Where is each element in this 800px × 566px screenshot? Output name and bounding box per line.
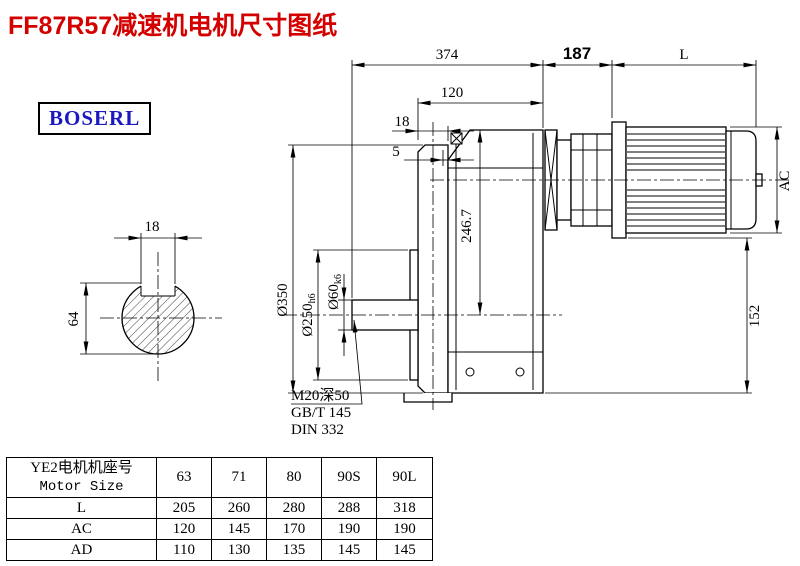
gearbox-main-view (351, 121, 763, 403)
cell: 110 (156, 539, 212, 561)
page-title: FF87R57减速机电机尺寸图纸 (8, 12, 338, 40)
cell: 190 (321, 518, 377, 540)
cell: 130 (211, 539, 267, 561)
dim-dia350-label: Ø350 (275, 283, 291, 316)
table-row-ad: AD 110 130 135 145 145 (6, 539, 433, 561)
extension-lines (80, 60, 782, 394)
table-header-motor-size: YE2电机机座号 Motor Size (6, 457, 157, 498)
key-width-label: 18 (145, 219, 160, 235)
cell: 145 (321, 539, 377, 561)
brand-logo: BOSERL (38, 102, 152, 135)
gear-housing (447, 129, 544, 394)
col-header-71: 71 (211, 457, 267, 498)
flange-foot (403, 393, 453, 403)
cell: 190 (376, 518, 433, 540)
table-header-row: YE2电机机座号 Motor Size 63 71 80 90S 90L (6, 457, 433, 498)
centerlines (100, 122, 790, 410)
col-header-90l: 90L (376, 457, 433, 498)
motor-cooling-fins (627, 133, 725, 227)
col-header-80: 80 (266, 457, 322, 498)
cell: 170 (266, 518, 322, 540)
eye-bolt-icon (450, 132, 463, 145)
dim-152-label: 152 (747, 305, 763, 328)
table-row-l: L 205 260 280 288 318 (6, 497, 433, 519)
cell: 145 (211, 518, 267, 540)
col-header-63: 63 (156, 457, 212, 498)
dim-ac-label: AC (777, 171, 793, 192)
note-gbt-standard: GB/T 145 (291, 405, 351, 421)
dim-120-label: 120 (441, 85, 464, 101)
dim-18-label: 18 (395, 114, 410, 130)
cell: 145 (376, 539, 433, 561)
dim-374-label: 374 (436, 47, 459, 63)
dimension-labels: 374 187 L 120 18 5 AC 152 246.7 Ø350 Ø25… (66, 44, 793, 438)
cell: 120 (156, 518, 212, 540)
col-header-90s: 90S (321, 457, 377, 498)
dim-dia60-label: Ø60k6 (326, 274, 344, 310)
dim-187-label: 187 (563, 44, 591, 63)
dim-246-label: 246.7 (459, 209, 475, 243)
cell: 318 (376, 497, 433, 519)
note-din-standard: DIN 332 (291, 422, 344, 438)
cell: 288 (321, 497, 377, 519)
cell: 280 (266, 497, 322, 519)
cell: 135 (266, 539, 322, 561)
cell: 260 (211, 497, 267, 519)
housing-detail-lines (448, 133, 543, 390)
dim-5-label: 5 (392, 144, 400, 160)
cell: 205 (156, 497, 212, 519)
motor-size-table: YE2电机机座号 Motor Size 63 71 80 90S 90L L 2… (6, 457, 433, 561)
dim-l-label: L (679, 47, 688, 63)
note-tapped-hole: M20深50 (291, 387, 349, 404)
dim-dia250-label: Ø250h6 (300, 293, 318, 336)
keyway-outline (140, 286, 176, 297)
row-label-ad: AD (6, 539, 157, 561)
row-label-ac: AC (6, 518, 157, 540)
table-row-ac: AC 120 145 170 190 190 (6, 518, 433, 540)
key-height-label: 64 (66, 311, 82, 327)
note-leader-line (291, 319, 363, 405)
dimension-lines (83, 62, 780, 405)
row-label-l: L (6, 497, 157, 519)
